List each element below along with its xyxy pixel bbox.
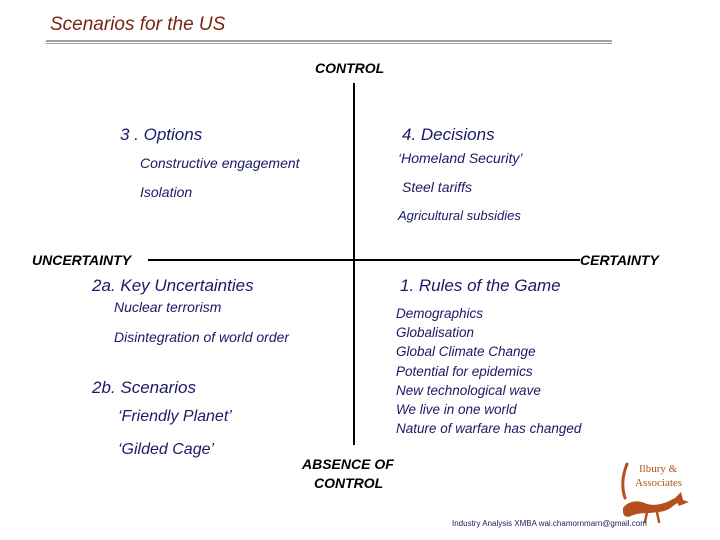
axis-label-absence-control: CONTROL [314,475,384,491]
decisions-heading: 4. Decisions [402,125,495,144]
footer-credit: Industry Analysis XMBA wai.chamornmarn@g… [452,519,647,528]
scenarios-heading: 2b. Scenarios [92,378,196,397]
title-underline [46,40,612,42]
page-title: Scenarios for the US [50,14,226,35]
scenario-item: ‘Friendly Planet’ [118,408,232,425]
ilbury-associates-logo: Ilbury & Associates [617,460,693,528]
uncertainty-item: Disintegration of world order [114,329,290,345]
fox-logo-icon: Ilbury & Associates [621,462,689,524]
options-item: Isolation [140,184,193,200]
axis-label-uncertainty: UNCERTAINTY [32,252,132,268]
options-item: Constructive engagement [140,155,300,171]
axis-label-absence-of: ABSENCE OF [302,456,394,472]
title-underline-thin [46,43,612,44]
logo-line2: Associates [635,477,682,489]
axis-label-certainty: CERTAINTY [580,252,659,268]
rules-item: Global Climate Change [396,344,536,360]
rules-item: Potential for epidemics [396,363,533,379]
logo-line1: Ilbury & [639,463,678,475]
decisions-item: Steel tariffs [402,179,473,195]
rules-list: Demographics Globalisation Global Climat… [396,304,581,438]
axis-label-control: CONTROL [315,60,385,76]
rules-item: New technological wave [396,382,541,398]
horizontal-axis [148,259,580,261]
rules-heading: 1. Rules of the Game [400,276,561,295]
scenario-item: ‘Gilded Cage’ [118,441,215,458]
rules-item: Nature of warfare has changed [396,421,582,437]
uncertainty-item: Nuclear terrorism [114,299,222,315]
options-heading: 3 . Options [120,125,203,144]
key-uncertainties-heading: 2a. Key Uncertainties [92,276,254,295]
decisions-item: ‘Homeland Security’ [398,150,523,166]
vertical-axis [353,83,355,445]
rules-item: We live in one world [396,402,517,418]
rules-item: Demographics [396,306,484,321]
decisions-item: Agricultural subsidies [398,208,521,223]
rules-item: Globalisation [396,325,475,341]
